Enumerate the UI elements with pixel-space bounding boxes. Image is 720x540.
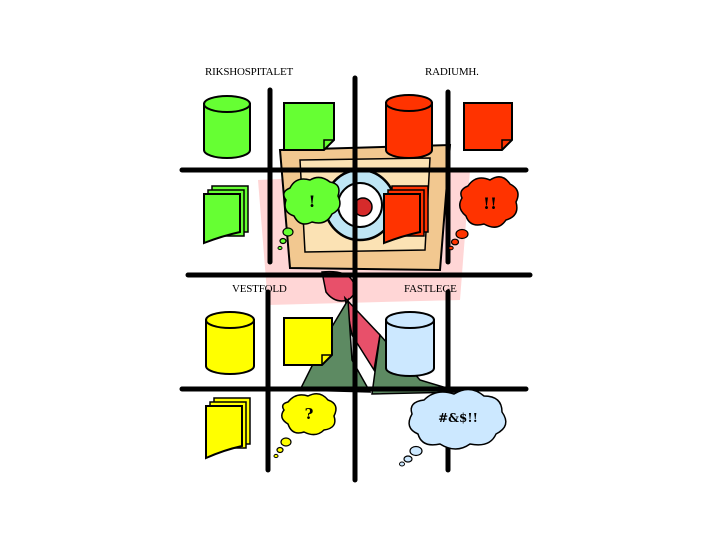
database-icon (203, 95, 251, 159)
document-icon (283, 102, 335, 151)
thought-bubble-icon: #&$!! (399, 388, 507, 467)
bubble-text-bottom-right: #&$!! (438, 411, 478, 425)
bubble-text-bottom-left: ? (305, 405, 314, 423)
database-icon (205, 311, 255, 375)
quadrant-top-left: ! (203, 95, 341, 251)
document-icon (283, 317, 333, 366)
label-radiumh: RADIUMH. (425, 66, 479, 78)
thought-bubble-icon: !! (448, 176, 519, 251)
grid-lines (179, 75, 533, 483)
label-vestfold: VESTFOLD (232, 283, 287, 295)
document-icon (463, 102, 513, 151)
quadrant-bottom-left: ? (205, 311, 337, 460)
database-icon (385, 311, 435, 377)
document-stack-icon (203, 185, 249, 245)
bubble-text-top-left: ! (308, 192, 315, 211)
quadrant-top-right: !! (383, 94, 519, 251)
thought-bubble-icon: ! (277, 176, 341, 251)
document-stack-icon (383, 185, 429, 245)
database-icon (385, 94, 433, 159)
label-rikshospitalet: RIKSHOSPITALET (205, 66, 293, 78)
bubble-text-top-right: !! (483, 194, 497, 213)
document-stack-icon (205, 397, 251, 460)
label-fastlege: FASTLEGE (404, 283, 457, 295)
thought-bubble-icon: ? (273, 393, 337, 459)
quadrant-bottom-right: #&$!! (385, 311, 507, 467)
